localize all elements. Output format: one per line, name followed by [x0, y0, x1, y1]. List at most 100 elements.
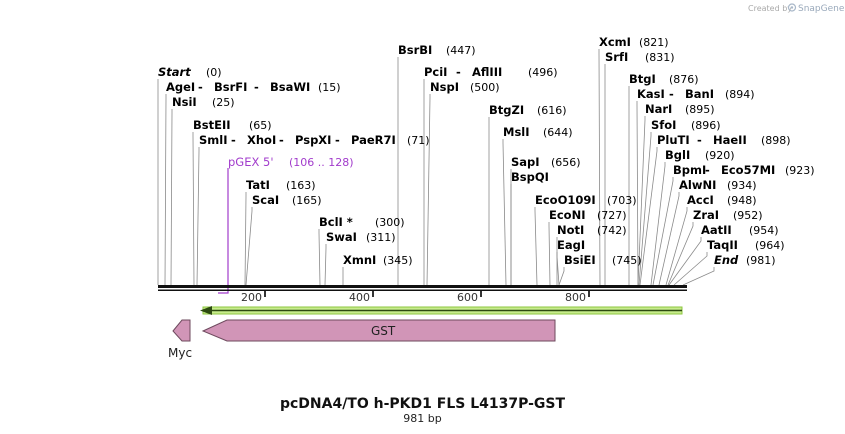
site-line: [598, 49, 601, 286]
site-label[interactable]: End(981): [714, 253, 776, 267]
enzyme-name: XmnI: [343, 253, 376, 267]
site-label[interactable]: SmlI - XhoI - PspXI - PaeR7I(71): [199, 133, 430, 147]
site-position: (0): [206, 66, 222, 79]
site-position: (163): [286, 179, 316, 192]
site-label[interactable]: EcoNI(727): [549, 208, 627, 222]
site-position: (923): [785, 164, 815, 177]
site-label[interactable]: NsiI(25): [172, 95, 235, 109]
site-label[interactable]: BpmI - Eco57MI(923): [673, 163, 815, 177]
site-label[interactable]: MslI(644): [503, 125, 573, 139]
site-label[interactable]: PluTI - HaeII(898): [657, 133, 791, 147]
snapgene-credit: Created by SnapGene: [748, 3, 845, 14]
site-label[interactable]: XcmI(821): [599, 35, 669, 49]
site-position: (876): [669, 73, 699, 86]
primer-pgex5[interactable]: pGEX 5' (106 .. 128): [218, 155, 354, 294]
site-label[interactable]: TaqII (964): [707, 238, 785, 252]
site-label[interactable]: NarI(895): [645, 102, 715, 116]
site-label[interactable]: ScaI(165): [252, 193, 322, 207]
site-separator: -: [697, 133, 702, 147]
site-label[interactable]: BspQI: [511, 170, 549, 184]
enzyme-name: AatII: [701, 223, 732, 237]
enzyme-name: SrfI: [605, 50, 628, 64]
enzyme-name: BsaWI: [270, 80, 310, 94]
enzyme-name: TaqII: [707, 238, 738, 252]
enzyme-name: MslI: [503, 125, 530, 139]
site-label[interactable]: AccI(948): [687, 193, 757, 207]
site-label[interactable]: BsrBI(447): [398, 43, 476, 57]
plasmid-length: 981 bp: [403, 412, 441, 425]
site-position: (831): [645, 51, 675, 64]
enzyme-name: ScaI: [252, 193, 279, 207]
site-label[interactable]: PciI - AflIII(496): [424, 65, 558, 79]
site-line: [639, 147, 658, 286]
enzyme-name: BanI: [685, 87, 714, 101]
site-label[interactable]: SrfI (831): [605, 50, 675, 64]
enzyme-name: XhoI: [247, 133, 276, 147]
site-label[interactable]: BglI(920): [665, 148, 735, 162]
site-label[interactable]: AgeI - BsrFI - BsaWI(15): [166, 80, 341, 94]
site-label[interactable]: KasI - BanI(894): [637, 87, 755, 101]
axis-tick-label: 600: [457, 291, 478, 304]
enzyme-name: ZraI: [693, 208, 719, 222]
feature-gst[interactable]: GST: [201, 319, 556, 342]
site-label[interactable]: BclI *(300): [319, 215, 405, 229]
site-label[interactable]: NspI(500): [430, 80, 500, 94]
site-label[interactable]: SwaI(311): [326, 230, 396, 244]
site-position: (447): [446, 44, 476, 57]
site-position: (496): [528, 66, 558, 79]
site-label[interactable]: AlwNI(934): [679, 178, 757, 192]
site-line: [502, 139, 507, 286]
enzyme-name: SfoI: [651, 118, 676, 132]
orf-arrow[interactable]: [200, 306, 683, 315]
site-label[interactable]: NotI(742): [557, 223, 627, 237]
site-separator: -: [669, 87, 674, 101]
site-line: [636, 101, 639, 286]
axis: 200 400 600 800: [241, 291, 590, 304]
site-line: [650, 162, 666, 286]
site-line: [658, 192, 680, 286]
site-label[interactable]: BtgI(876): [629, 72, 699, 86]
site-position: (964): [755, 239, 785, 252]
enzyme-name: BsrFI: [214, 80, 247, 94]
site-line: [667, 222, 694, 286]
primer-marker: [218, 168, 229, 294]
enzyme-name: BsiEI: [564, 253, 596, 267]
site-label[interactable]: EcoO109I(703): [535, 193, 637, 207]
site-position: (727): [597, 209, 627, 222]
site-line: [638, 132, 652, 286]
site-label[interactable]: TatI (163): [246, 178, 316, 192]
site-label[interactable]: EagI: [557, 238, 585, 252]
site-line: [192, 132, 195, 286]
site-line: [637, 116, 646, 286]
site-position: (616): [537, 104, 567, 117]
site-separator: -: [456, 65, 461, 79]
site-label[interactable]: ZraI (952): [693, 208, 763, 222]
enzyme-name: Eco57MI: [721, 163, 775, 177]
site-line: [170, 109, 173, 286]
site-line: [556, 252, 560, 286]
primer-name: pGEX 5': [228, 155, 274, 169]
site-label[interactable]: XmnI (345): [343, 253, 413, 267]
site-label[interactable]: BsiEI (745): [564, 253, 642, 267]
site-label[interactable]: BtgZI(616): [489, 103, 567, 117]
enzyme-name: TatI: [246, 178, 270, 192]
enzyme-name: NspI: [430, 80, 459, 94]
enzyme-name: PaeR7I: [351, 133, 396, 147]
site-label[interactable]: BstEII(65): [193, 118, 272, 132]
site-position: (952): [733, 209, 763, 222]
site-position: (345): [383, 254, 413, 267]
credit-brand: SnapGene: [798, 4, 845, 14]
site-lines: [157, 49, 715, 286]
site-position: (745): [612, 254, 642, 267]
site-position: (898): [761, 134, 791, 147]
backbone-bottom-strand: [158, 289, 687, 291]
site-position: (742): [597, 224, 627, 237]
site-label[interactable]: SapI(656): [511, 155, 581, 169]
site-line: [668, 237, 702, 286]
enzyme-name: AlwNI: [679, 178, 716, 192]
site-label[interactable]: AatII(954): [701, 223, 779, 237]
site-label[interactable]: Start(0): [158, 65, 222, 79]
site-label[interactable]: SfoI(896): [651, 118, 721, 132]
site-line: [318, 229, 321, 286]
feature-myc[interactable]: Myc: [168, 319, 192, 360]
